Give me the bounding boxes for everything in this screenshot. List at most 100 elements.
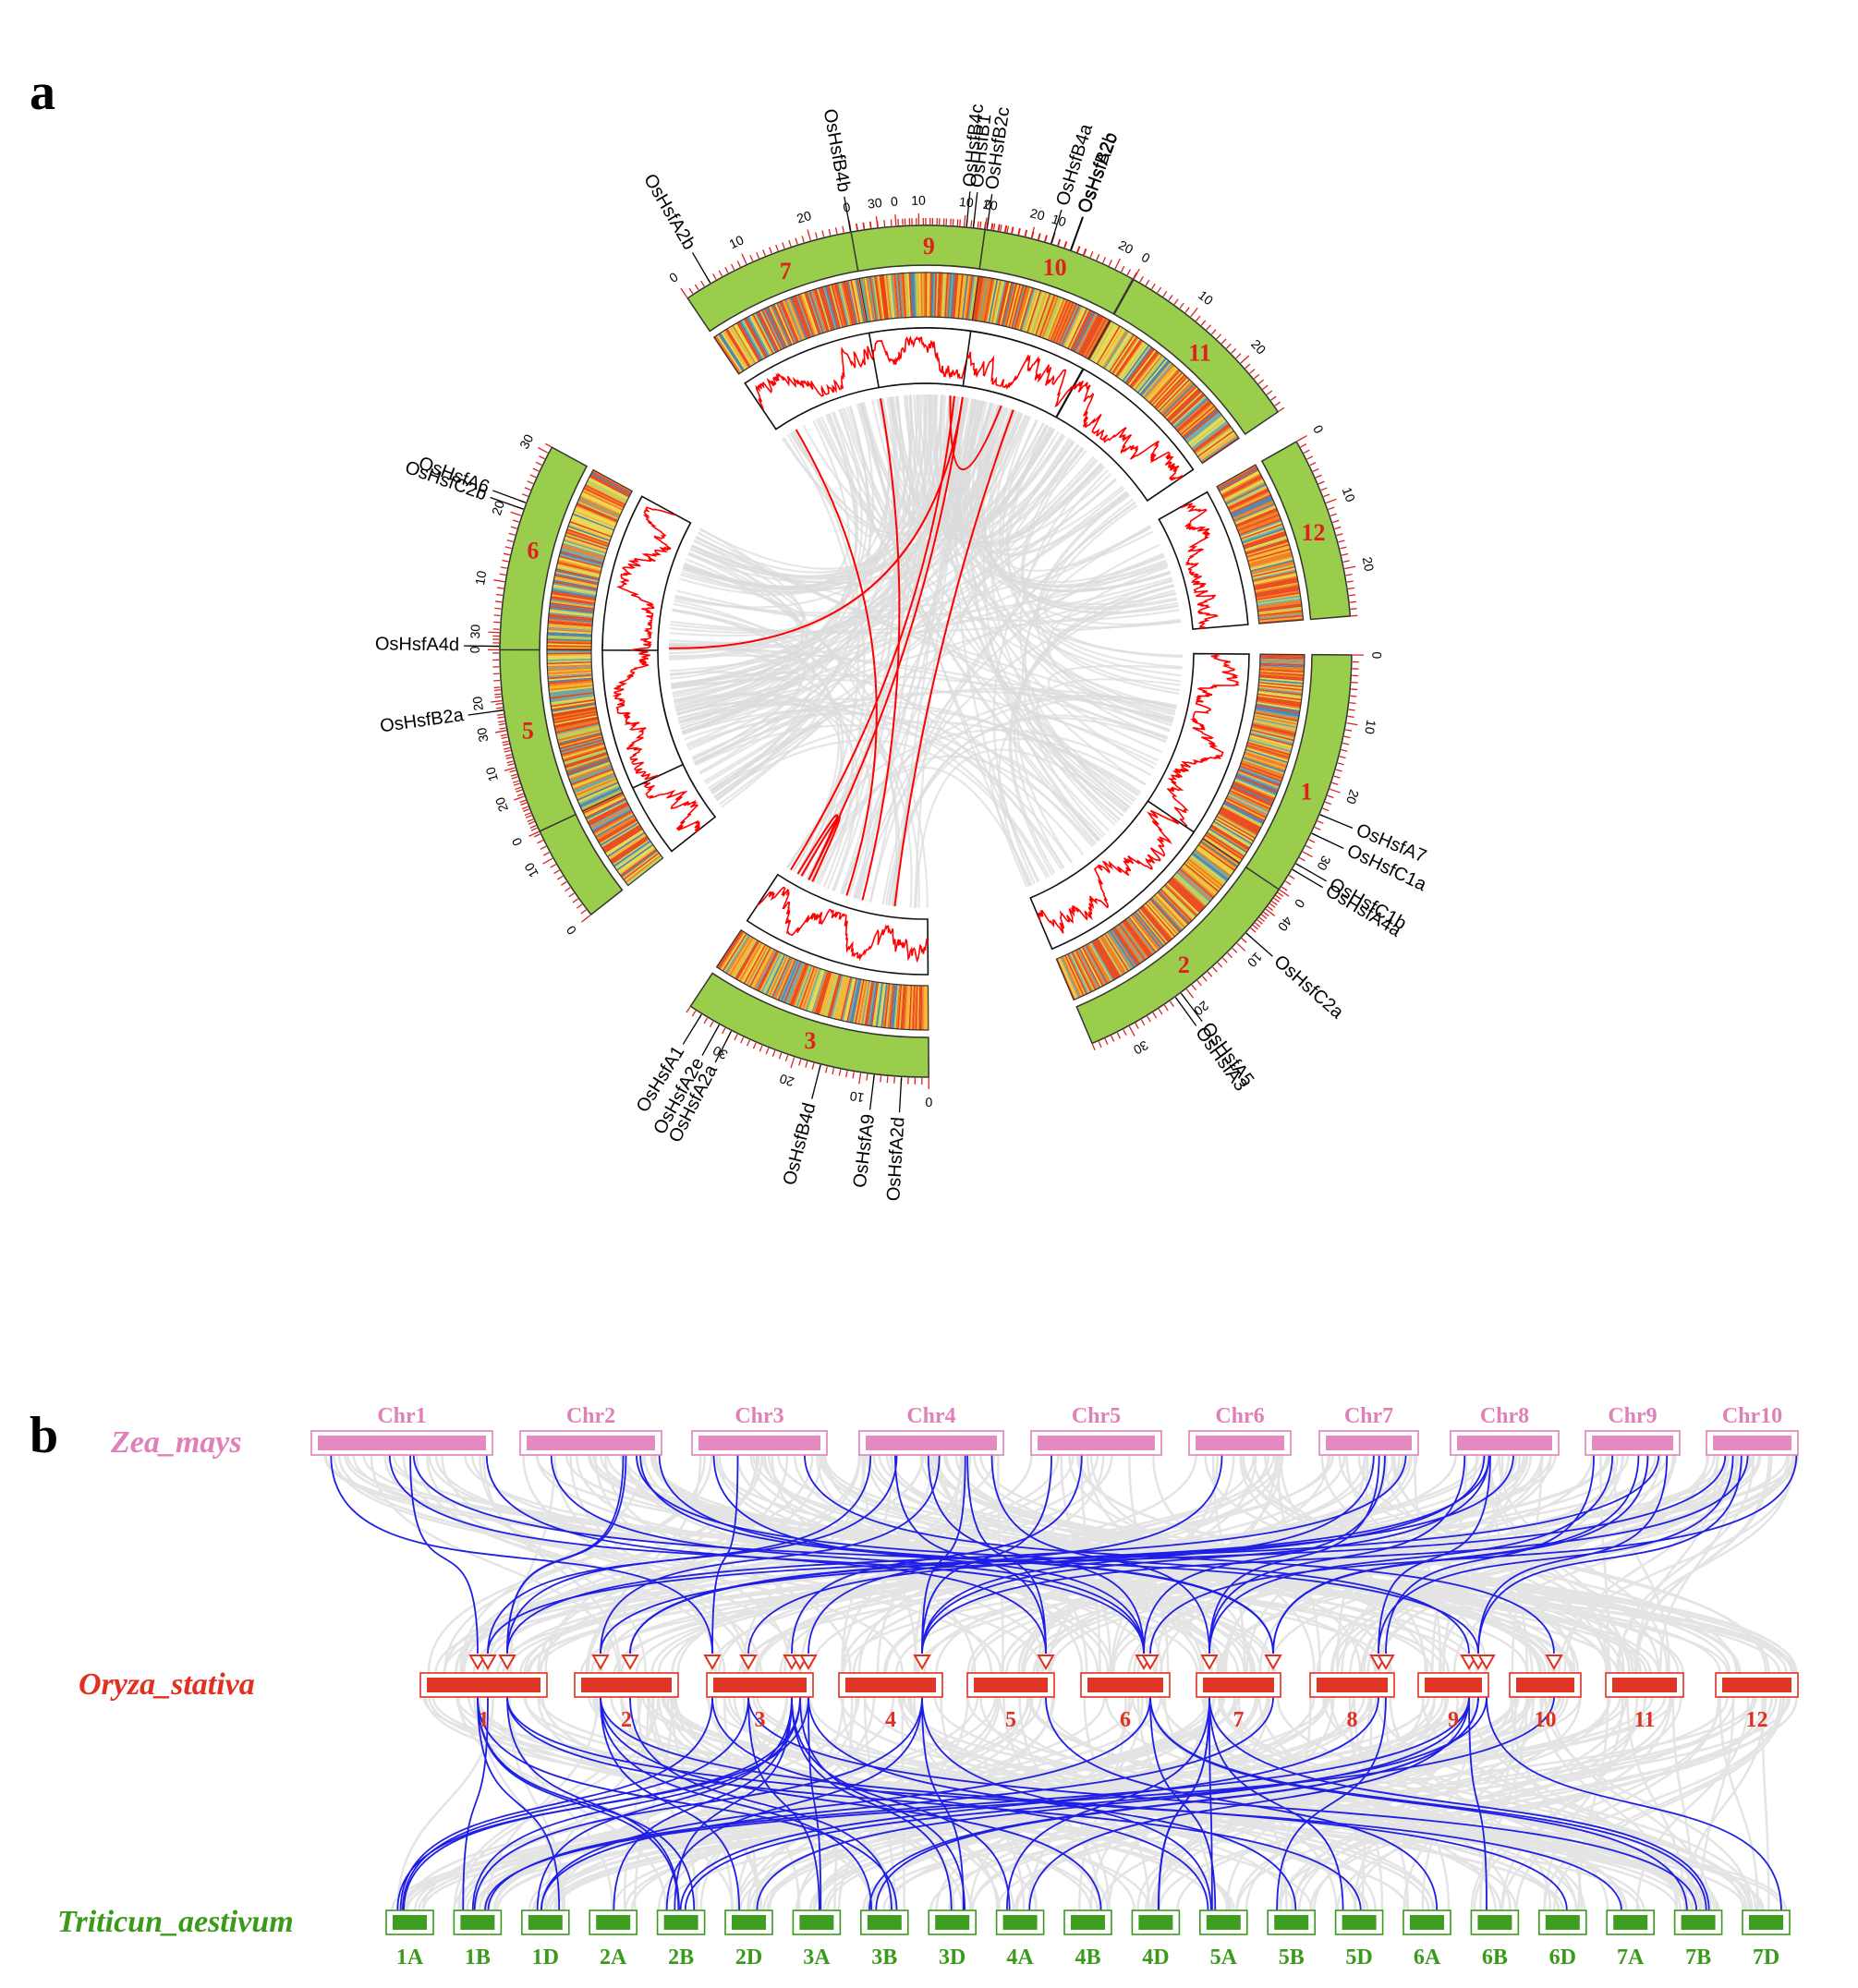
heatmap-cell [965, 275, 974, 320]
tick [858, 1073, 862, 1085]
heatmap-cell [1249, 733, 1293, 746]
heatmap-cell [937, 273, 941, 318]
ortholog-link [1149, 1696, 1707, 1911]
tick [1123, 1029, 1127, 1036]
tick-label: 0 [925, 1095, 932, 1109]
tick [1196, 980, 1202, 987]
heatmap-cell [1123, 920, 1151, 957]
heatmap-cell [1224, 480, 1265, 503]
heatmap-cell [583, 487, 625, 508]
heatmap-cell [910, 985, 914, 1030]
heatmap-cell [1250, 559, 1294, 572]
tick [533, 833, 540, 838]
background-link [461, 1454, 1075, 1674]
heatmap-cell [1075, 312, 1098, 353]
tick [537, 839, 544, 844]
heatmap-cell [1134, 355, 1163, 391]
heatmap-cell [1022, 288, 1038, 332]
tick-label: 30 [1314, 854, 1334, 873]
tick [1227, 952, 1233, 959]
heatmap-cell [584, 795, 625, 818]
heatmap-cell [559, 734, 602, 748]
heatmap-cell [567, 525, 611, 542]
tick [1339, 756, 1346, 759]
heatmap-cell [1253, 574, 1297, 585]
heatmap-cell [560, 551, 604, 564]
heatmap-cell [556, 727, 601, 740]
heatmap-cell [1252, 571, 1297, 582]
heatmap-cell [1220, 471, 1261, 495]
heatmap-cell [549, 609, 594, 616]
gene-leader [490, 496, 524, 510]
heatmap-cell [1172, 875, 1208, 906]
heatmap-cell [1249, 554, 1293, 568]
heatmap-cell [1094, 323, 1118, 363]
heatmap-cell [732, 324, 757, 364]
heatmap-cell [1120, 343, 1148, 381]
heatmap-cell [724, 934, 750, 974]
ortholog-link [1477, 1454, 1743, 1655]
tick [1347, 715, 1354, 719]
heatmap-cell [1258, 683, 1304, 690]
heatmap-cell [906, 273, 911, 318]
heatmap-cell [1236, 511, 1279, 529]
chromosome-band [978, 228, 1135, 315]
heatmap-cell [1111, 335, 1138, 374]
heatmap-cell [1160, 887, 1194, 921]
heatmap-cell [1245, 537, 1288, 552]
heatmap-cell [549, 603, 594, 612]
background-link [989, 411, 1128, 557]
tick [504, 767, 516, 771]
tick [1116, 1032, 1121, 1039]
heatmap-cell [1079, 314, 1101, 356]
heatmap-cell [847, 978, 859, 1023]
heatmap-cell [803, 967, 820, 1011]
heatmap-cell [1257, 608, 1303, 615]
heatmap-cell [597, 818, 638, 842]
tick [1168, 295, 1173, 301]
heatmap-cell [565, 531, 609, 548]
heatmap-cell [768, 955, 789, 997]
heatmap-cell [1200, 435, 1239, 463]
heatmap-cell [1200, 841, 1238, 867]
zea-chromosome-label: Chr9 [1608, 1404, 1657, 1428]
triticum-chromosome [1138, 1915, 1173, 1930]
heatmap-cell [1248, 552, 1293, 566]
heatmap-cell [1120, 922, 1148, 960]
heatmap-cell [603, 827, 642, 852]
heatmap-cell [1245, 747, 1289, 762]
heatmap-cell [912, 985, 916, 1030]
zea-chromosome [1196, 1436, 1284, 1450]
heatmap-cell [868, 981, 878, 1026]
heatmap-cell [549, 687, 594, 695]
heatmap-cell [1110, 334, 1136, 373]
heatmap-cell [830, 975, 844, 1019]
heatmap-cell [771, 956, 791, 999]
density-line [756, 886, 929, 964]
heatmap-cell [1141, 905, 1172, 940]
tick [519, 799, 527, 804]
background-link [1479, 1696, 1518, 1911]
tick [1254, 373, 1260, 380]
tick [1207, 971, 1213, 977]
tick [1269, 903, 1276, 908]
triticum-chromosome [1342, 1915, 1377, 1930]
tick [1025, 229, 1028, 236]
heatmap-cell [887, 984, 893, 1029]
background-link [462, 1696, 1042, 1911]
heatmap-cell [934, 273, 938, 318]
heatmap-cell [1258, 614, 1304, 621]
tick [1121, 265, 1125, 273]
ortholog-link [799, 1696, 966, 1911]
heatmap-cell [1145, 903, 1176, 938]
tick [828, 228, 832, 236]
heatmap-cell [1222, 476, 1263, 499]
heatmap-cell [1157, 891, 1189, 926]
density-line [872, 335, 983, 380]
heatmap-cell [1249, 556, 1293, 569]
tick [771, 1049, 776, 1057]
heatmap-cell [1242, 529, 1285, 546]
density-heatmap [1217, 465, 1304, 624]
heatmap-cell [1091, 940, 1115, 980]
heatmap-cell [1081, 946, 1104, 987]
